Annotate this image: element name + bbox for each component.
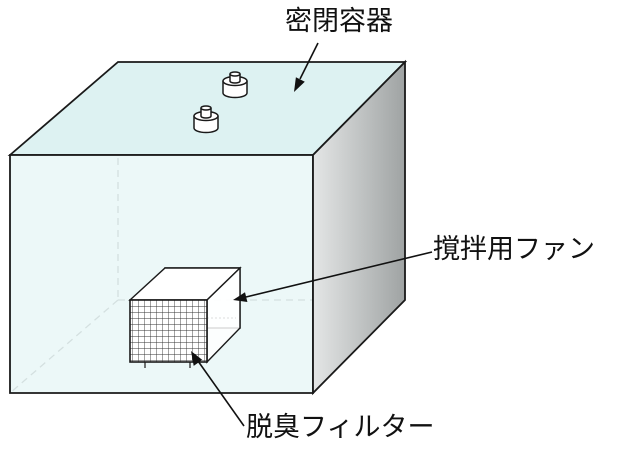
arrowhead-icon xyxy=(191,351,203,366)
sensor-icon xyxy=(193,105,219,134)
label-stirring-fan: 撹拌用ファン xyxy=(433,234,595,265)
leader-filter xyxy=(191,351,245,427)
filter-mesh xyxy=(129,299,208,363)
arrowhead-icon xyxy=(294,77,305,92)
container-right-face xyxy=(312,59,406,396)
arrowhead-icon xyxy=(233,292,248,302)
leader-fan xyxy=(233,251,433,302)
label-sealed-container: 密閉容器 xyxy=(285,6,393,37)
leader-container xyxy=(294,42,319,92)
sensor-icon xyxy=(222,71,248,99)
label-deodorizing-filter: 脱臭フィルター xyxy=(246,412,435,443)
deodorizing-filter xyxy=(128,266,242,368)
